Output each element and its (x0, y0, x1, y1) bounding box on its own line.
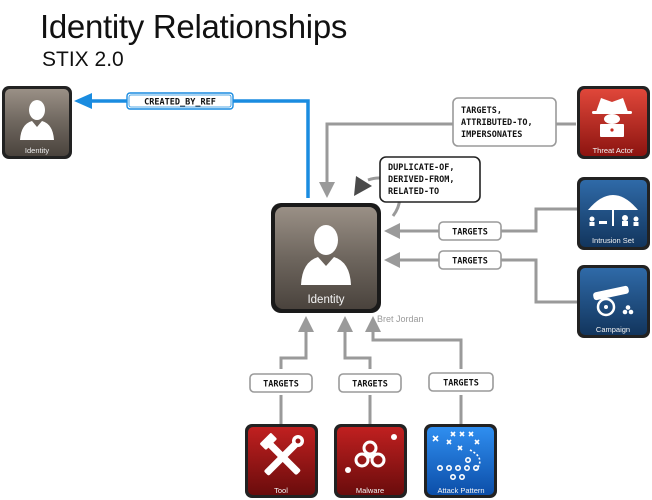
label-self-relation: DUPLICATE-OF, DERIVED-FROM, RELATED-TO (379, 156, 481, 203)
arrowhead-attack-pattern (365, 316, 381, 332)
svg-text:ATTRIBUTED-TO,: ATTRIBUTED-TO, (461, 118, 533, 128)
umbrella-group-icon (588, 195, 639, 226)
svg-text:Tool: Tool (274, 486, 288, 495)
label-campaign-relation: TARGETS (438, 250, 502, 270)
connector-lines (88, 99, 578, 424)
label-created-by-ref: CREATED_BY_REF (126, 92, 234, 110)
svg-text:Threat Actor: Threat Actor (593, 146, 634, 155)
arrowheads (74, 93, 400, 332)
svg-text:TARGETS: TARGETS (352, 380, 388, 390)
label-malware-relation: TARGETS (338, 373, 402, 393)
label-tool-relation: TARGETS (249, 373, 313, 393)
svg-text:Intrusion Set: Intrusion Set (592, 236, 635, 245)
label-threat-actor-relation: TARGETS, ATTRIBUTED-TO, IMPERSONATES (452, 97, 557, 147)
svg-text:DUPLICATE-OF,: DUPLICATE-OF, (388, 163, 455, 173)
play-diagram-icon (432, 431, 481, 480)
svg-text:DERIVED-FROM,: DERIVED-FROM, (388, 175, 455, 185)
page-subtitle: STIX 2.0 (42, 48, 124, 71)
person-silhouette-icon (20, 100, 54, 140)
line-malware (343, 330, 372, 424)
line-campaign (398, 258, 578, 304)
svg-text:Campaign: Campaign (596, 325, 630, 334)
svg-text:TARGETS: TARGETS (452, 228, 488, 238)
svg-text:TARGETS,: TARGETS, (461, 106, 502, 116)
arrowhead-campaign (384, 252, 400, 268)
arrowhead-self (354, 176, 372, 196)
svg-text:Identity: Identity (307, 294, 344, 306)
biohazard-icon (345, 434, 397, 473)
svg-text:Identity: Identity (25, 146, 49, 155)
arrowhead-malware (337, 316, 353, 332)
line-attack-pattern (371, 330, 463, 424)
node-identity-ref[interactable]: Identity (2, 86, 72, 159)
page-title: Identity Relationships (40, 8, 348, 45)
node-attack-pattern[interactable]: Attack Pattern (424, 424, 497, 498)
author-credit: Bret Jordan (377, 314, 424, 324)
svg-text:Attack Pattern: Attack Pattern (437, 486, 484, 495)
arrowhead-created-by (74, 93, 92, 109)
svg-text:TARGETS: TARGETS (443, 379, 479, 389)
node-malware[interactable]: Malware (334, 424, 407, 498)
node-intrusion-set[interactable]: Intrusion Set (577, 177, 650, 250)
label-intrusion-set-relation: TARGETS (438, 221, 502, 241)
person-silhouette-icon (301, 225, 351, 285)
svg-text:TARGETS: TARGETS (452, 257, 488, 267)
node-campaign[interactable]: Campaign (577, 265, 650, 338)
node-identity-main[interactable]: Identity (271, 203, 381, 313)
arrowhead-threat-actor (319, 182, 335, 198)
wrench-hammer-icon (260, 433, 304, 476)
cannon-icon (593, 285, 634, 317)
node-threat-actor[interactable]: Threat Actor (577, 86, 650, 159)
svg-text:TARGETS: TARGETS (263, 380, 299, 390)
line-tool (279, 330, 308, 424)
spy-hacker-icon (592, 98, 632, 137)
line-threat-actor (325, 122, 576, 184)
svg-text:RELATED-TO: RELATED-TO (388, 187, 439, 197)
arrowhead-intrusion-set (384, 223, 400, 239)
line-created-by-ref (88, 99, 310, 198)
node-tool[interactable]: Tool (245, 424, 318, 498)
svg-text:CREATED_BY_REF: CREATED_BY_REF (144, 98, 216, 108)
arrowhead-tool (298, 316, 314, 332)
line-intrusion-set (398, 207, 578, 233)
svg-text:Malware: Malware (356, 486, 384, 495)
label-attack-pattern-relation: TARGETS (428, 372, 494, 392)
svg-text:IMPERSONATES: IMPERSONATES (461, 130, 522, 140)
